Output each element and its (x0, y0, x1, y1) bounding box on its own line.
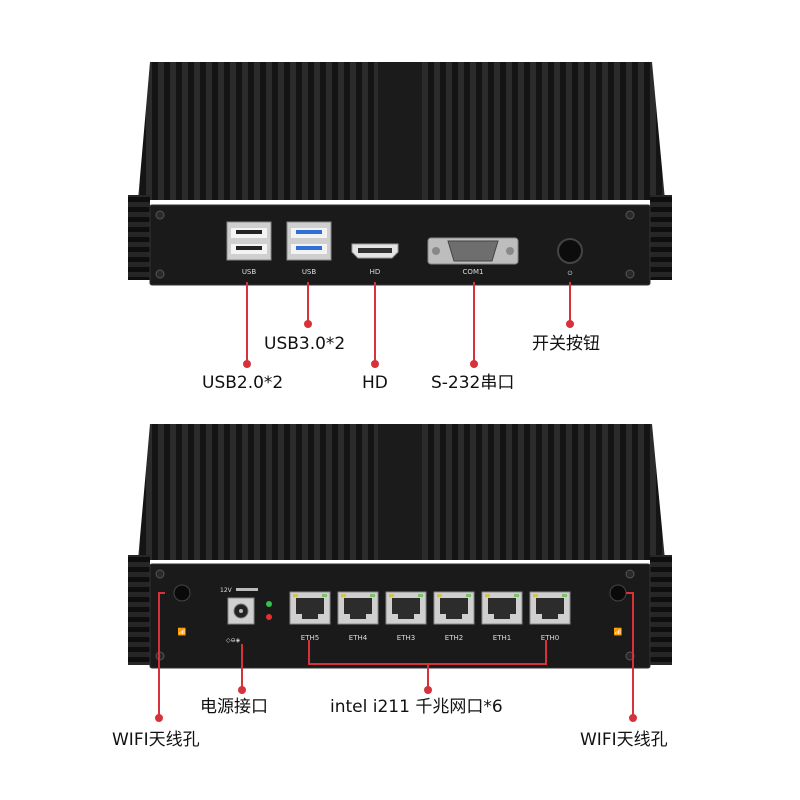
eth-port: ETH1 (481, 591, 523, 642)
usb3-label: USB (302, 268, 317, 276)
power-symbol-icon: ⏻ (568, 270, 573, 277)
hd-port: HD (351, 243, 399, 276)
usb2-port-stack: USB (226, 221, 272, 276)
eth-port-label: ETH3 (397, 634, 415, 642)
serial-callout-text: S-232串口 (431, 373, 514, 393)
wifi-antenna-hole-left (173, 584, 191, 602)
wifi-left-callout-text: WIFI天线孔 (112, 730, 200, 750)
usb2-label: USB (242, 268, 257, 276)
top-device: USB USB HD COM1 ⏻ (128, 62, 672, 286)
top-front-panel (149, 204, 651, 286)
eth-port: ETH2 (433, 591, 475, 642)
usb3-callout-text: USB3.0*2 (264, 334, 345, 354)
bottom-callouts: 电源接口 intel i211 千兆网口*6 WIFI天线孔 WIFI天线孔 (112, 592, 668, 750)
power-jack: 12V ◇⊖◈ (220, 587, 272, 644)
eth-port: ETH5 (289, 591, 331, 642)
power-led-green-icon (266, 601, 272, 607)
hd-callout-text: HD (362, 373, 388, 393)
eth-port-label: ETH1 (493, 634, 511, 642)
power-rating-label: 12V (220, 587, 233, 594)
wifi-icon: 📶 (178, 627, 187, 636)
usb2-callout-text: USB2.0*2 (202, 373, 283, 393)
bottom-center-ridge (378, 424, 422, 560)
com-label: COM1 (463, 268, 484, 276)
com-port: COM1 (427, 237, 519, 276)
top-center-ridge (378, 62, 422, 200)
wifi-icon: 📶 (614, 627, 623, 636)
eth-port: ETH3 (385, 591, 427, 642)
eth-port: ETH0 (529, 591, 571, 642)
wifi-right-callout-text: WIFI天线孔 (580, 730, 668, 750)
power-led-red-icon (266, 614, 272, 620)
power-button: ⏻ (557, 238, 583, 277)
eth-port-label: ETH4 (349, 634, 368, 642)
usb3-port-stack: USB (286, 221, 332, 276)
eth-port-label: ETH2 (445, 634, 463, 642)
bottom-side-fins-left (128, 555, 150, 665)
lan-callout-text: intel i211 千兆网口*6 (330, 697, 503, 717)
power-button-callout-text: 开关按钮 (532, 334, 600, 354)
eth-port-row: ETH5 ETH4 ETH3 ETH2 ETH1 ETH0 (289, 591, 571, 642)
top-side-fins-left (128, 195, 150, 280)
bottom-side-fins-right (650, 555, 672, 665)
eth-port-label: ETH0 (541, 634, 559, 642)
hd-label: HD (370, 268, 381, 276)
bottom-device: 📶 📶 12V ◇⊖◈ ETH5 ETH4 ETH3 ETH2 ETH1 ETH0 (128, 424, 672, 669)
top-callouts: USB2.0*2 USB3.0*2 HD S-232串口 开关按钮 (202, 282, 600, 393)
wifi-antenna-hole-right (609, 584, 627, 602)
polarity-symbol-icon: ◇⊖◈ (226, 637, 241, 644)
eth-port-label: ETH5 (301, 634, 319, 642)
eth-port: ETH4 (337, 591, 379, 642)
power-port-callout-text: 电源接口 (200, 697, 268, 717)
top-side-fins-right (650, 195, 672, 280)
